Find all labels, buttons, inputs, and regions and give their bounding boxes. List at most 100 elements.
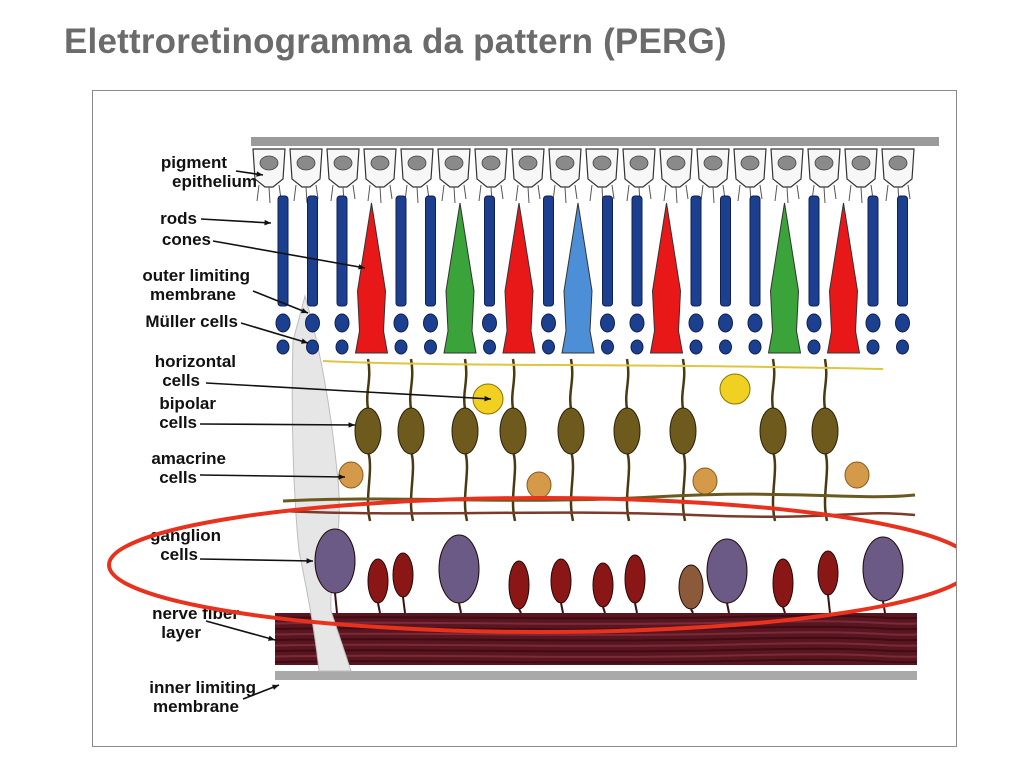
- rod-terminal: [335, 339, 349, 355]
- bipolar-cell: [613, 407, 641, 455]
- label-cones: cones: [162, 230, 211, 249]
- pointer-arrowhead: [348, 422, 355, 428]
- pigment-process: [515, 184, 541, 204]
- ganglion-axon: [690, 608, 694, 614]
- rod-terminal: [276, 339, 290, 355]
- rod-nucleus: [718, 313, 733, 333]
- rod-outer-segment: [690, 195, 702, 307]
- rod-nucleus: [865, 313, 881, 333]
- pigment-process: [441, 184, 467, 204]
- cone-cell: [443, 202, 477, 354]
- pigment-process: [367, 184, 393, 204]
- ganglion-axon: [726, 602, 730, 614]
- nerve-fiber-strand: [274, 631, 918, 636]
- bipolar-cell: [451, 407, 479, 455]
- ganglion-axon: [602, 606, 606, 614]
- nerve-fiber-strand: [274, 636, 918, 642]
- cone-cell: [767, 202, 802, 354]
- amacrine-cell: [526, 471, 552, 499]
- pigment-nucleus: [444, 155, 464, 171]
- rod-outer-segment: [631, 195, 643, 307]
- pointer-arrowhead: [358, 264, 365, 270]
- ganglion-cell: [314, 528, 356, 594]
- rod-nucleus: [423, 313, 438, 333]
- ganglion-cell: [706, 538, 748, 604]
- rod-terminal: [424, 339, 437, 355]
- bipolar-cell: [557, 407, 585, 455]
- rod-outer-segment: [720, 195, 731, 307]
- amacrine-cell: [692, 467, 718, 495]
- pigment-top-band: [251, 137, 939, 146]
- photoreceptor-row: [275, 195, 910, 355]
- nerve-fiber-layer-band: [274, 613, 918, 680]
- horizontal-process: [322, 360, 884, 370]
- rod-nucleus: [806, 313, 822, 333]
- pigment-nucleus: [629, 155, 649, 171]
- pigment-nucleus: [518, 155, 538, 171]
- bipolar-axon: [771, 450, 777, 522]
- horizontal-cell: [719, 373, 751, 405]
- nerve-fiber-strand: [274, 614, 918, 620]
- rod-terminal: [896, 339, 909, 355]
- rod-terminal: [748, 339, 762, 355]
- cone-cell: [502, 202, 536, 354]
- ganglion-axon: [782, 606, 786, 614]
- ganglion-axon: [334, 592, 338, 614]
- bipolar-axon: [463, 450, 469, 522]
- pigment-epithelium-layer: [251, 137, 939, 204]
- pointer-arrowhead: [268, 635, 275, 641]
- pigment-process: [663, 184, 689, 204]
- inner-plexiform-fibers-2: [282, 509, 916, 518]
- pointer-arrowhead: [256, 171, 263, 177]
- rod-outer-segment: [484, 195, 495, 307]
- cone-cell: [354, 202, 389, 354]
- bipolar-dendrite: [625, 358, 630, 410]
- nerve-fiber-strand: [274, 653, 918, 658]
- rod-outer-segment: [307, 195, 318, 307]
- ganglion-axon: [377, 602, 381, 614]
- pointer-line: [199, 423, 356, 426]
- rod-nucleus: [600, 313, 615, 333]
- rod-outer-segment: [277, 195, 289, 307]
- rod-terminal: [306, 339, 319, 355]
- pigment-process: [256, 184, 282, 204]
- pigment-nucleus: [703, 155, 723, 171]
- bipolar-dendrite: [511, 358, 516, 410]
- pointer-line: [200, 218, 272, 224]
- rod-nucleus: [482, 313, 497, 333]
- bipolar-cell: [759, 407, 787, 455]
- pointer-line: [199, 558, 314, 562]
- ganglion-cell: [367, 558, 389, 604]
- ganglion-cell: [772, 558, 794, 608]
- pointer-arrowhead: [306, 558, 313, 564]
- rod-terminal: [394, 339, 408, 355]
- ganglion-cell: [862, 536, 904, 602]
- bipolar-dendrite: [771, 358, 776, 410]
- rod-outer-segment: [749, 195, 761, 307]
- bipolar-dendrite: [366, 358, 371, 410]
- pointer-arrowhead: [301, 338, 308, 344]
- cone-cell: [649, 202, 684, 354]
- pointer-arrowhead: [484, 395, 491, 402]
- rod-terminal: [866, 339, 880, 355]
- highlight-ellipse: [107, 496, 956, 634]
- label-pointers: [199, 170, 492, 700]
- bipolar-axon: [569, 450, 575, 522]
- bipolar-dendrite: [409, 358, 414, 410]
- nerve-fiber-strand: [274, 620, 918, 625]
- ganglion-axon: [458, 602, 462, 614]
- pigment-nucleus: [592, 155, 612, 171]
- rod-outer-segment: [602, 195, 613, 307]
- cone-cell: [561, 202, 595, 354]
- bipolar-axon: [625, 450, 631, 522]
- cone-cell: [826, 202, 861, 354]
- bipolar-cell: [354, 407, 382, 455]
- amacrine-cell: [844, 461, 870, 489]
- rod-nucleus: [688, 313, 704, 333]
